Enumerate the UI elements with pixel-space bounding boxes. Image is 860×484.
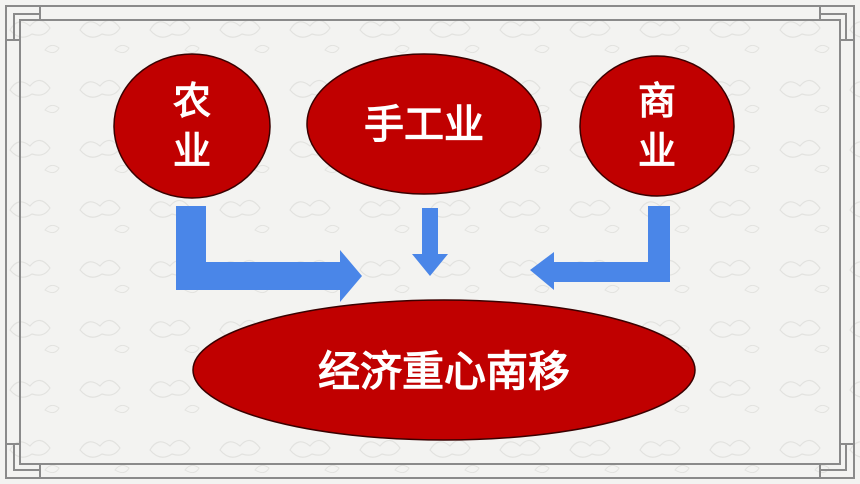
node-handicraft: 手工业 [306, 53, 542, 195]
node-commerce-label-1: 商 [638, 79, 676, 123]
node-result: 经济重心南移 [192, 299, 696, 441]
arrow-agriculture [176, 206, 362, 302]
node-agriculture-label-2: 业 [173, 129, 211, 173]
node-agriculture: 农 业 [113, 53, 271, 199]
arrow-handicraft [412, 208, 448, 276]
node-commerce-label-2: 业 [638, 129, 676, 173]
node-agriculture-label-1: 农 [173, 79, 211, 123]
node-commerce: 商 业 [579, 55, 735, 197]
arrow-commerce [530, 206, 670, 290]
node-handicraft-label: 手工业 [364, 102, 484, 148]
node-result-label: 经济重心南移 [318, 347, 570, 396]
